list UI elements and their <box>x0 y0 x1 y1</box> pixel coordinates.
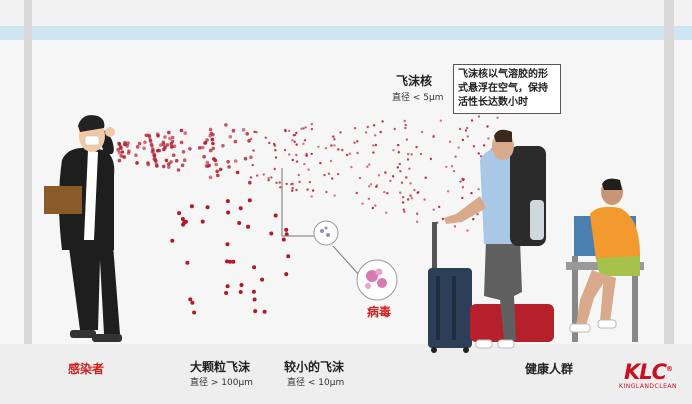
small-droplet-size: 直径 < 10μm <box>287 378 345 388</box>
droplet-nucleus-label: 飞沫核 <box>396 74 433 88</box>
healthy-traveler <box>428 129 554 353</box>
pillar-left <box>24 0 32 404</box>
note-line-1: 飞沫核以气溶胶的形 <box>458 69 548 80</box>
healthy-crowd-label: 健康人群 <box>525 362 574 376</box>
logo-subtitle: KINGLANDCLEAN <box>619 383 677 390</box>
note-line-3: 活性长达数小时 <box>458 97 528 108</box>
floor <box>0 344 692 404</box>
logo-mark: KLC® <box>623 360 673 384</box>
infected-label: 感染者 <box>68 362 105 376</box>
klc-logo: KLC® KINGLANDCLEAN <box>613 358 683 390</box>
note-line-2: 式悬浮在空气，保持 <box>458 83 548 94</box>
large-droplet-size: 直径 > 100μm <box>190 378 253 388</box>
virus-label: 病毒 <box>367 305 392 319</box>
connector-lines <box>281 168 361 277</box>
healthy-seated-person <box>566 178 644 342</box>
ceiling <box>0 0 692 30</box>
infected-person <box>44 115 122 342</box>
small-droplet-label: 较小的飞沫 <box>284 360 345 374</box>
aerosol-note-box: 飞沫核以气溶胶的形 式悬浮在空气，保持 活性长达数小时 <box>453 64 561 114</box>
pillar-right <box>664 0 674 404</box>
droplet-nucleus-size: 直径 < 5μm <box>392 93 444 103</box>
virus-bubble <box>356 259 398 301</box>
small-droplet-bubble <box>313 220 339 246</box>
ceiling-stripe <box>0 26 692 40</box>
large-droplet-label: 大颗粒飞沫 <box>190 360 251 374</box>
